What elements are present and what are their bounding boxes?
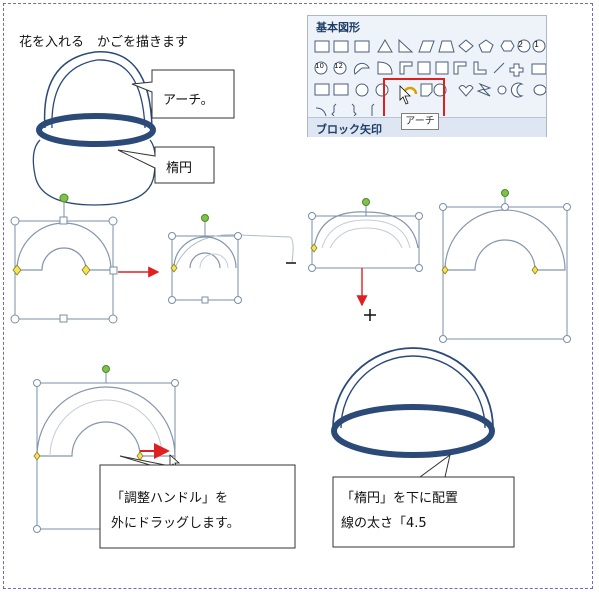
basket-finished (331, 347, 495, 458)
panel-footer-label: ブロック矢印 (316, 123, 382, 136)
shape-plus-icon[interactable] (509, 63, 524, 77)
callout-handle-text-line1: 「調整ハンドル」を (111, 491, 229, 506)
arch-tooltip: アーチ (401, 113, 439, 130)
shape-bevel-icon[interactable] (333, 83, 349, 96)
callout-arch-text: アーチ。 (163, 93, 214, 108)
callout-handle-text-line2: 外にドラッグします。 (111, 516, 240, 531)
shape-sun-icon[interactable] (497, 85, 507, 95)
shape-plaque-icon[interactable] (531, 63, 546, 75)
adjust-handle (12, 264, 22, 276)
shape-trapezoid-icon[interactable] (438, 40, 455, 53)
shape-number-label: 1 (534, 40, 540, 49)
shape-heart-icon[interactable] (458, 85, 474, 97)
callout-ellipse-text: 楕円 (166, 161, 193, 176)
arch-step4 (439, 189, 571, 343)
shape-diagonal-stripe-icon[interactable] (493, 62, 505, 74)
crosshair-cursor-icon (364, 309, 376, 321)
basket-body-outline (32, 139, 156, 206)
shape-number-label: 2 (518, 40, 524, 49)
arch-step2 (168, 214, 296, 304)
shape-pentagon-icon[interactable] (478, 39, 494, 53)
shape-triangle-icon[interactable] (377, 39, 393, 53)
cursor-arrow-icon (399, 85, 411, 105)
callout-ellipse-bubble (117, 146, 215, 184)
shape-arc-icon[interactable] (315, 107, 327, 116)
shape-double-bracket-icon[interactable] (331, 103, 337, 116)
adjust-handle (81, 264, 91, 276)
shape-corner-icon[interactable] (453, 61, 467, 75)
shape-cloud-icon[interactable] (533, 84, 546, 96)
shape-number-label: 12 (334, 62, 343, 70)
shape-double-brace-icon[interactable] (351, 103, 357, 116)
callout-place-text-line1: 「楕円」を下に配置 (341, 491, 459, 506)
shape-l-shape-icon[interactable] (473, 61, 487, 75)
shape-vertical-textbox-icon[interactable] (333, 40, 349, 53)
selection-box (311, 215, 420, 269)
shape-lightning-icon[interactable] (476, 82, 492, 97)
shape-number-label: 10 (315, 62, 324, 70)
shape-cube-icon[interactable] (314, 83, 330, 96)
arch-highlight-box (383, 78, 445, 116)
basket-sketch-top (32, 51, 156, 206)
shape-pie-icon[interactable] (353, 62, 370, 75)
shape-diamond-icon[interactable] (458, 39, 474, 53)
callout-arch-bubble (131, 69, 235, 119)
shape-decagon-icon[interactable] (314, 61, 328, 75)
shape-frame-icon[interactable] (417, 61, 431, 75)
shape-right-triangle-icon[interactable] (398, 38, 414, 53)
callout-place-text-line2: 線の太さ「4.5 (341, 516, 427, 531)
shape-frame-half-icon[interactable] (399, 61, 413, 75)
basket-arch-inner (51, 59, 146, 129)
callout-handle-bubble (99, 455, 296, 549)
page-frame (3, 3, 593, 589)
shape-folded-corner-icon[interactable] (420, 83, 433, 97)
shape-rounded-frame-icon[interactable] (435, 61, 449, 75)
arch-step3 (308, 198, 423, 321)
shape-left-bracket-icon[interactable] (371, 103, 375, 116)
shape-moon-icon[interactable] (510, 82, 524, 98)
shape-donut-icon[interactable] (355, 83, 369, 97)
shape-no-symbol-icon[interactable] (375, 83, 389, 97)
shape-chord-icon[interactable] (377, 61, 393, 75)
page-heading: 花を入れる かごを描きます (19, 35, 189, 50)
arch-step1 (10, 193, 118, 324)
shape-heptagon-icon[interactable] (517, 39, 531, 53)
shape-parallelogram-icon[interactable] (418, 40, 435, 53)
panel-title: 基本図形 (316, 21, 360, 34)
shape-octagon-icon[interactable] (532, 39, 546, 53)
shape-textbox-icon[interactable] (314, 40, 330, 53)
shape-grid (314, 38, 546, 116)
arch-shape (16, 222, 112, 271)
callout-place-bubble (332, 453, 515, 548)
basket-rim-ellipse (36, 113, 156, 147)
shape-dodecagon-icon[interactable] (333, 61, 347, 75)
basket-rim-ellipse (331, 404, 495, 458)
shape-rectangle-icon[interactable] (354, 40, 370, 53)
rotate-handle (59, 193, 69, 203)
shape-hexagon-icon[interactable] (500, 40, 515, 52)
